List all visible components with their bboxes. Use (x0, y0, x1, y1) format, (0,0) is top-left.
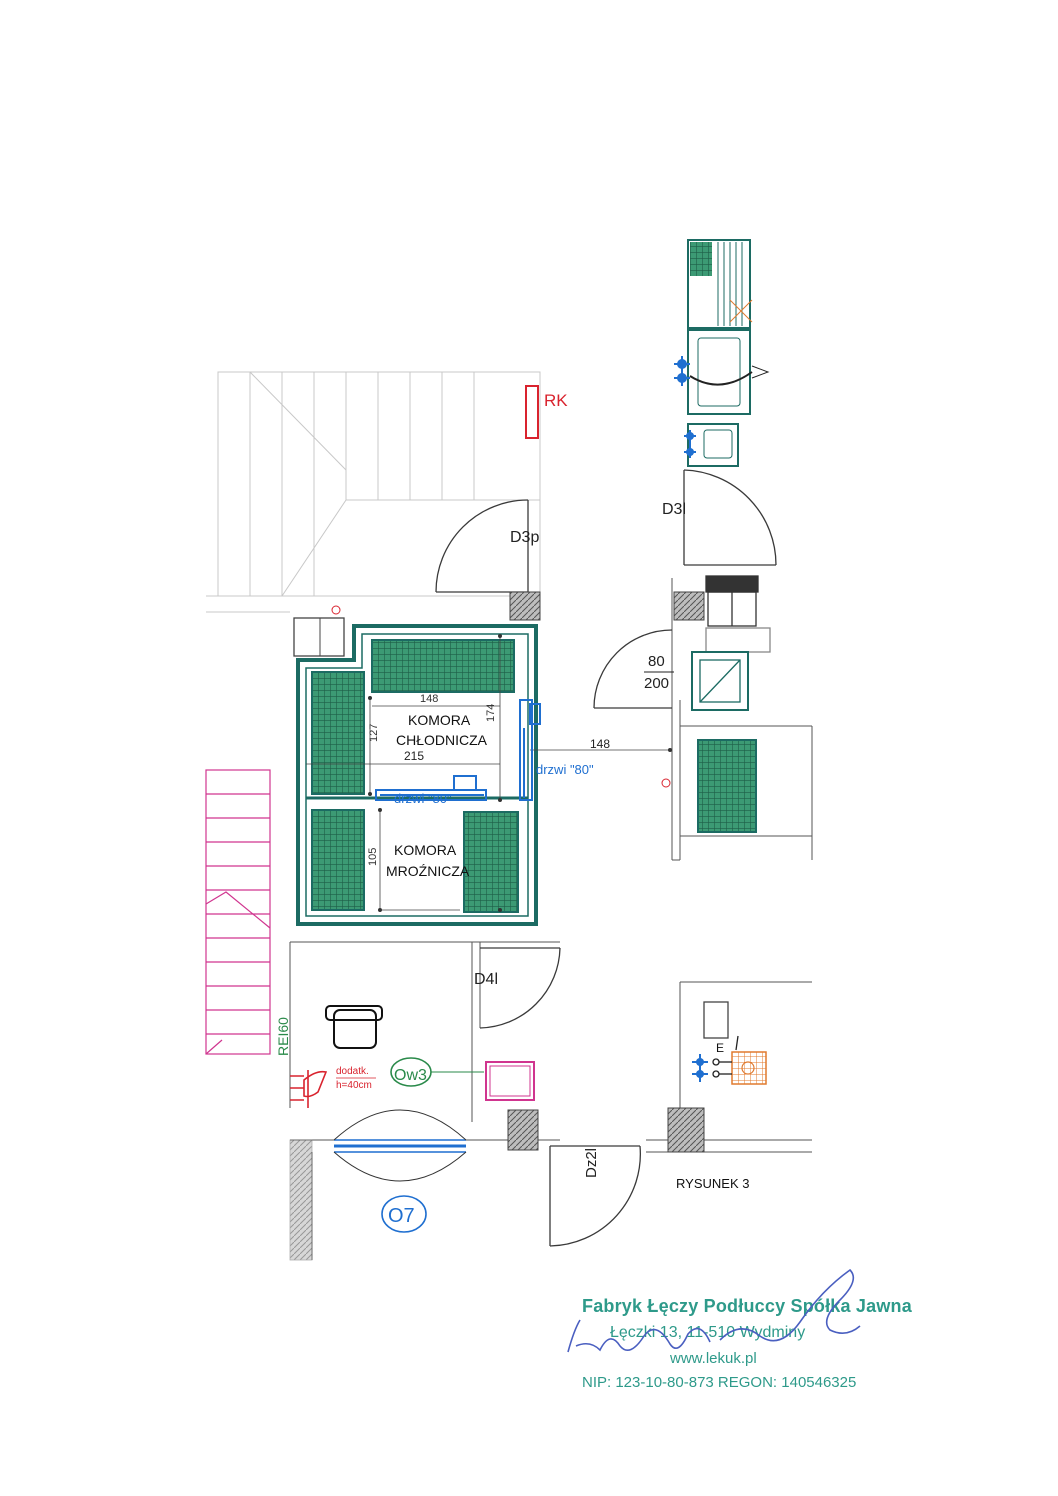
water-valve-icon-3 (692, 1054, 708, 1082)
door-width-label: 80 (648, 653, 665, 670)
armchair (325, 1005, 383, 1049)
dz2l-label: Dz2l (583, 1148, 600, 1178)
lower-room-walls (289, 941, 812, 1260)
o7-label: O7 (388, 1205, 415, 1227)
rk-label: RK (544, 391, 568, 410)
room-cold-line1: KOMORA (408, 712, 471, 728)
dim-215: 215 (404, 749, 424, 763)
rk-box (525, 385, 539, 439)
rei60-label: REI60 (275, 1017, 291, 1056)
company-stamp: Fabryk Łęczy Podłuccy Spółka Jawna Łęczk… (560, 1290, 912, 1400)
wall-hatch-left (289, 1139, 313, 1261)
room-cold-line2: CHŁODNICZA (396, 732, 488, 748)
figure-label: RYSUNEK 3 (676, 1176, 749, 1191)
appliance-unit (691, 575, 771, 711)
shelf-left-cold (311, 671, 365, 795)
electric-panel (731, 1051, 767, 1085)
shelf-left-freezer (311, 809, 365, 911)
ow3-label: Ow3 (394, 1067, 427, 1084)
dimension-ticks (368, 634, 672, 912)
wall-pillar-4 (667, 1107, 705, 1153)
stamp-line3: www.lekuk.pl (670, 1350, 757, 1367)
o7-marker (381, 1195, 427, 1233)
shelf-right-freezer (463, 811, 519, 913)
corridor-dim: 148 (590, 737, 610, 751)
socket-e-label: E (716, 1041, 724, 1055)
dimension-lines (306, 636, 670, 912)
door-height-label: 200 (644, 675, 669, 692)
shelf-top (371, 639, 515, 693)
door-80-200 (593, 629, 673, 709)
external-stairs (205, 769, 271, 1055)
door-right-label: drzwi "80" (536, 762, 594, 777)
left-corner-unit (293, 617, 345, 657)
dim-127: 127 (368, 724, 380, 742)
handwash-sink (687, 423, 739, 467)
staircase (206, 371, 541, 613)
heater-icon (290, 1070, 328, 1108)
door-mid-label: drzwi "80" (394, 791, 452, 806)
stamp-line2: Łęczki 13, 11-510 Wydminy (610, 1324, 806, 1341)
cold-room-walls (296, 624, 538, 926)
d4l-label: D4l (474, 971, 498, 988)
water-valve-icon-2 (684, 430, 696, 458)
water-valve-icon (674, 356, 690, 386)
d3p-label: D3p (510, 529, 539, 546)
right-room-walls (671, 578, 813, 861)
tap-icon (712, 1035, 739, 1078)
column-marker (331, 605, 341, 615)
door-d3p (435, 499, 529, 593)
vent-grille (485, 1061, 535, 1101)
wall-pillar-3 (507, 1109, 539, 1151)
dim-174: 174 (485, 704, 497, 722)
dim-top: 148 (420, 693, 438, 705)
wall-pillar (509, 591, 541, 621)
signature (567, 1268, 861, 1353)
stamp-line4: NIP: 123-10-80-873 REGON: 140546325 (582, 1374, 857, 1391)
wall-pillar-2 (673, 591, 705, 621)
d3l-label: D3l (662, 501, 686, 518)
door-d4l (479, 947, 561, 1029)
shelf-right-room (697, 739, 757, 833)
extra-line1: dodatk. (336, 1066, 369, 1077)
extra-line2: h=40cm (336, 1080, 372, 1091)
door-dz2l (549, 1145, 641, 1247)
freezer-door (375, 775, 487, 801)
sink-unit (687, 239, 770, 415)
room-freezer-line2: MROŹNICZA (386, 863, 470, 879)
cold-room-door-right (519, 699, 541, 801)
door-d3l (683, 469, 777, 566)
room-freezer-line1: KOMORA (394, 842, 457, 858)
dim-105: 105 (367, 848, 379, 866)
column-marker-2 (661, 778, 671, 788)
stamp-line1: Fabryk Łęczy Podłuccy Spółka Jawna (582, 1296, 912, 1316)
cabinet-lower-right (703, 1001, 729, 1039)
window-o7 (333, 1109, 467, 1182)
